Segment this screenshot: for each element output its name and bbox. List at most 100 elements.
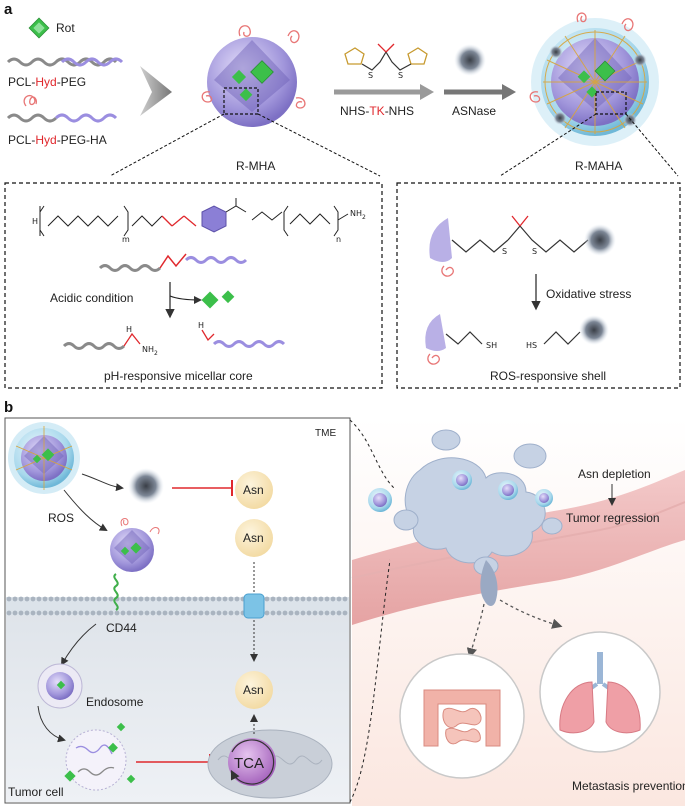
membrane-lipid-head [228, 596, 234, 602]
vessel-wall-line [351, 501, 685, 579]
membrane-lipid-head [174, 610, 180, 616]
tme-label: TME [315, 428, 336, 439]
asnase-enzyme-icon [579, 315, 609, 345]
membrane-lipid-head [312, 596, 318, 602]
membrane-lipid-head [282, 610, 288, 616]
tca-label: TCA [234, 755, 264, 772]
thiol-chain-left [445, 331, 483, 345]
ha-coil-icon [238, 25, 251, 37]
tk-linked-shell: S S [429, 215, 616, 277]
endocytosis-arrow [61, 623, 97, 666]
ph-responsive-box [4, 182, 383, 389]
lung-icon [559, 652, 641, 734]
membrane-lipid-head [216, 610, 222, 616]
membrane-lipid-head [138, 596, 144, 602]
membrane-lipid-head [42, 596, 48, 602]
tumor-nanoparticles [368, 470, 553, 512]
extravasating-cell [480, 560, 498, 606]
micelle-2-label: R-MAHA [575, 159, 622, 173]
endosome-label: Endosome [86, 695, 144, 709]
membrane-lipid-head [36, 596, 42, 602]
asn-label: Asn [243, 683, 264, 697]
assembly-arrow-icon [140, 66, 172, 116]
hydrazone-structure [39, 198, 349, 237]
svg-text:S: S [398, 71, 403, 80]
acidic-condition-label: Acidic condition [50, 291, 133, 305]
ph-core-caption: pH-responsive micellar core [104, 369, 253, 383]
membrane-lipid-head [42, 610, 48, 616]
asn-label: Asn [243, 531, 264, 545]
pcl-chain-2 [6, 113, 58, 123]
membrane-lipid-head [96, 596, 102, 602]
membrane-lipid-head [264, 596, 270, 602]
membrane-lipid-head [270, 610, 276, 616]
pcl-fragment [62, 342, 126, 350]
pcl-chain-3 [98, 264, 162, 272]
peg-chain-1 [60, 57, 124, 67]
membrane-lipid-head [36, 610, 42, 616]
membrane-lipid-head [330, 596, 336, 602]
endosome-escape-arrow [37, 705, 66, 743]
pcl-chain-1 [6, 57, 118, 67]
svg-text:S: S [502, 247, 507, 256]
membrane-lipid-head [144, 596, 150, 602]
membrane-lipid-head [66, 610, 72, 616]
rot-drug-icon [594, 60, 616, 82]
membrane-lipid-head [198, 596, 204, 602]
membrane-lipid-head [138, 610, 144, 616]
membrane-lipid-head [342, 596, 348, 602]
membrane-lipid-head [72, 610, 78, 616]
asnase-enzyme-icon [128, 468, 164, 504]
membrane-lipid-head [132, 596, 138, 602]
svg-text:S: S [532, 247, 537, 256]
ros-responsive-box [396, 182, 681, 389]
cd44-label: CD44 [106, 621, 137, 635]
cell-callout-line [349, 559, 391, 803]
membrane-lipid-head [234, 596, 240, 602]
membrane-lipid-head [342, 610, 348, 616]
membrane-lipid-head [102, 596, 108, 602]
membrane-lipid-head [6, 610, 12, 616]
asnase-enzyme-icon [633, 53, 647, 67]
membrane-lipid-head [84, 596, 90, 602]
membrane-lipid-head [144, 610, 150, 616]
svg-text:S: S [368, 71, 373, 80]
membrane-lipid-head [234, 610, 240, 616]
membrane-lipid-head [24, 610, 30, 616]
zoom-line [499, 113, 597, 177]
membrane-lipid-head [288, 610, 294, 616]
zoom-line [257, 113, 381, 177]
ha-coil-icon [529, 91, 541, 103]
membrane-lipid-head [318, 610, 324, 616]
membrane-lipid-head [54, 610, 60, 616]
asnase-enzyme-icon [549, 45, 563, 59]
membrane-lipid-head [306, 596, 312, 602]
ros-shell-caption: ROS-responsive shell [490, 369, 606, 383]
maha-nanoparticle-b [8, 422, 80, 494]
membrane-lipid-head [48, 610, 54, 616]
membrane-lipid-head [324, 610, 330, 616]
release-enzyme-arrow [81, 473, 124, 492]
membrane-lipid-head [78, 596, 84, 602]
membrane-lipid-head [180, 610, 186, 616]
membrane-lipid-head [306, 610, 312, 616]
membrane-lipid-head [294, 596, 300, 602]
cell-membrane [6, 596, 349, 616]
membrane-lipid-head [204, 610, 210, 616]
ha-coil-icon [23, 94, 38, 107]
membrane-lipid-head [222, 610, 228, 616]
membrane-lipid-head [120, 610, 126, 616]
membrane-lipid-head [90, 596, 96, 602]
nh2-label: NH2 [350, 209, 366, 221]
ha-coil-icon [441, 265, 454, 277]
asn-label: Asn [243, 483, 264, 497]
tk-linker-structure: S S [344, 43, 428, 80]
membrane-lipid-head [270, 596, 276, 602]
membrane-lipid-head [228, 610, 234, 616]
hs-label: HS [526, 341, 537, 350]
membrane-lipid-head [282, 596, 288, 602]
peg-chain-3 [184, 256, 248, 264]
ha-coil-icon [427, 353, 440, 365]
oxidative-stress-label: Oxidative stress [546, 287, 631, 301]
